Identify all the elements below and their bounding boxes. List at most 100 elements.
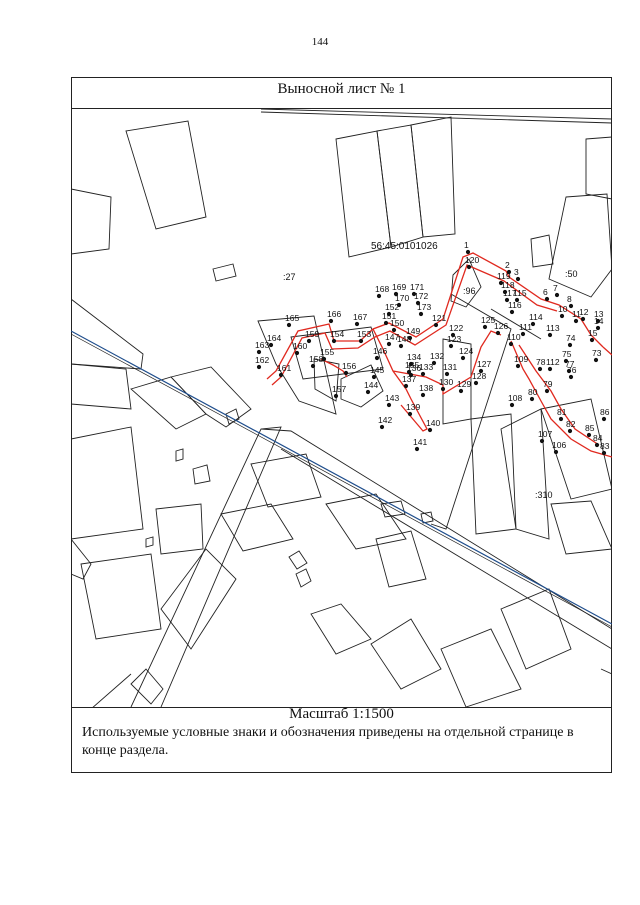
- building: [500, 588, 572, 670]
- boundary-point: [498, 280, 504, 286]
- building: [220, 503, 294, 552]
- point-label: 130: [439, 377, 453, 387]
- point-label: 13: [594, 309, 604, 319]
- boundary-point: [465, 249, 471, 255]
- boundary-point: [444, 371, 450, 377]
- boundary-north: [266, 252, 604, 380]
- road-boundary: [71, 330, 612, 628]
- boundary-point: [440, 386, 446, 392]
- boundary-point: [403, 383, 409, 389]
- road-edge: [280, 448, 612, 650]
- road-line: [71, 330, 612, 625]
- building: [340, 364, 384, 408]
- point-label: 123: [447, 334, 461, 344]
- point-label: 148: [397, 334, 411, 344]
- building: [125, 120, 207, 230]
- point-label: 122: [449, 323, 463, 333]
- boundary-point: [593, 357, 599, 363]
- point-label: 156: [342, 361, 356, 371]
- point-label: 149: [406, 326, 420, 336]
- boundary-point: [386, 341, 392, 347]
- boundary-point: [256, 364, 262, 370]
- building: [130, 668, 164, 705]
- boundary-point: [306, 338, 312, 344]
- point-label: 147: [385, 332, 399, 342]
- boundary-point: [386, 311, 392, 317]
- scale-label: Масштаб 1:1500: [289, 706, 394, 722]
- point-label: 140: [426, 418, 440, 428]
- point-label: 128: [472, 371, 486, 381]
- road-line-2: [71, 333, 612, 628]
- boundary-point: [568, 303, 574, 309]
- building: [376, 124, 424, 248]
- building: [420, 511, 434, 524]
- building: [442, 338, 472, 425]
- point-label: 145: [370, 365, 384, 375]
- point-label: 163: [255, 340, 269, 350]
- point-label: 73: [592, 348, 602, 358]
- boundary-point: [431, 360, 437, 366]
- point-label: 12: [579, 307, 589, 317]
- point-label: 6: [543, 287, 548, 297]
- building: [548, 193, 612, 298]
- point-label: 138: [419, 383, 433, 393]
- boundary-point: [473, 380, 479, 386]
- building: [257, 315, 337, 415]
- building: [212, 263, 237, 282]
- point-label: 119: [497, 271, 511, 281]
- boundary-point: [580, 316, 586, 322]
- boundary-point: [406, 369, 412, 375]
- boundary-point: [547, 332, 553, 338]
- boundary-point: [286, 322, 292, 328]
- road-edge: [260, 428, 612, 630]
- boundary-point: [589, 337, 595, 343]
- building: [155, 503, 204, 555]
- building: [585, 136, 612, 200]
- point-label: 74: [566, 333, 576, 343]
- boundary-point: [371, 374, 377, 380]
- point-label: 112: [546, 357, 560, 367]
- line: [600, 668, 612, 675]
- boundary-point: [566, 368, 572, 374]
- boundary-end: [602, 346, 612, 356]
- building: [500, 408, 550, 540]
- boundary-point: [407, 335, 413, 341]
- boundary-point: [294, 350, 300, 356]
- point-label: 77: [565, 359, 575, 369]
- point-label: 80: [528, 387, 538, 397]
- site-boundary: [266, 252, 612, 458]
- boundary-point: [383, 320, 389, 326]
- line: [92, 673, 132, 707]
- building: [225, 408, 240, 425]
- point-label: 109: [514, 354, 528, 364]
- point-label: 115: [513, 288, 527, 298]
- boundary-point: [376, 293, 382, 299]
- building: [175, 448, 184, 462]
- point-label: 124: [459, 346, 473, 356]
- boundary-point: [529, 396, 535, 402]
- boundary-point: [601, 416, 607, 422]
- boundary-point: [509, 309, 515, 315]
- point-label: 173: [417, 302, 431, 312]
- boundary-point: [586, 432, 592, 438]
- point-label: 164: [267, 333, 281, 343]
- boundary-point: [547, 366, 553, 372]
- boundary-point: [568, 374, 574, 380]
- line: [490, 308, 542, 340]
- boundary-south-east: [510, 340, 612, 458]
- point-label: 169: [392, 282, 406, 292]
- boundary-point: [433, 322, 439, 328]
- point-label: 85: [585, 423, 595, 433]
- boundary-point: [420, 392, 426, 398]
- boundary-point: [478, 368, 484, 374]
- point-label: 171: [410, 282, 424, 292]
- point-label: 166: [327, 309, 341, 319]
- point-label: 136: [407, 363, 421, 373]
- boundary-point: [559, 313, 565, 319]
- point-label: 83: [600, 441, 610, 451]
- point-label: 129: [457, 379, 471, 389]
- boundary-point: [398, 343, 404, 349]
